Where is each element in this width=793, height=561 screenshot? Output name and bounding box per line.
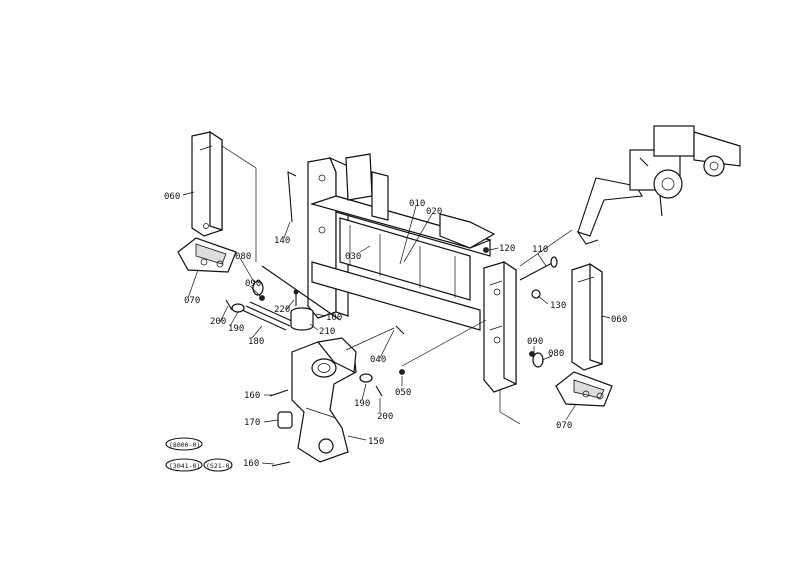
small-parts: [225, 171, 558, 467]
right-column-assembly: [555, 262, 613, 407]
part-label-070-left: 070: [184, 296, 200, 306]
part-label-120: 120: [499, 244, 515, 254]
part-label-080-left: 080: [235, 252, 251, 262]
main-frame: [307, 153, 517, 393]
part-label-140: 140: [274, 236, 290, 246]
reference-legend: (8000-0) (3041-0) (S21-0): [165, 437, 233, 472]
part-label-060-right: 060: [611, 315, 627, 325]
part-label-170: 170: [244, 418, 260, 428]
part-label-040: 040: [370, 355, 386, 365]
part-labels: 060 070 080 090 200 190 180 220 100 210 …: [164, 192, 627, 469]
part-label-080-right: 080: [548, 349, 564, 359]
part-label-070-right: 070: [556, 421, 572, 431]
part-label-010: 010: [409, 199, 425, 209]
part-label-180: 180: [248, 337, 264, 347]
legend-code-left: (3041-0): [169, 462, 200, 470]
part-label-200-right: 200: [377, 412, 393, 422]
leader-lines: [182, 191, 611, 465]
part-label-130: 130: [550, 301, 566, 311]
part-label-060-left: 060: [164, 192, 180, 202]
swing-bracket: [291, 337, 357, 463]
part-label-020: 020: [426, 207, 442, 217]
left-column-assembly: [177, 130, 237, 273]
legend-code-top: (8000-0): [169, 441, 200, 449]
part-label-100: 100: [326, 313, 342, 323]
part-label-030: 030: [345, 252, 361, 262]
part-label-210: 210: [319, 327, 335, 337]
part-label-090-left: 090: [245, 279, 261, 289]
part-label-150: 150: [368, 437, 384, 447]
part-label-050: 050: [395, 388, 411, 398]
part-label-110: 110: [532, 245, 548, 255]
backhoe-tractor-icon: [576, 125, 741, 245]
part-label-160-upper: 160: [244, 391, 260, 401]
part-label-090-right: 090: [527, 337, 543, 347]
part-label-200-left: 200: [210, 317, 226, 327]
legend-code-right: (S21-0): [206, 462, 233, 470]
part-label-220: 220: [274, 305, 290, 315]
guide-lines: [221, 145, 573, 425]
part-label-190-right: 190: [354, 399, 370, 409]
part-label-160-lower: 160: [243, 459, 259, 469]
part-label-190-left: 190: [228, 324, 244, 334]
